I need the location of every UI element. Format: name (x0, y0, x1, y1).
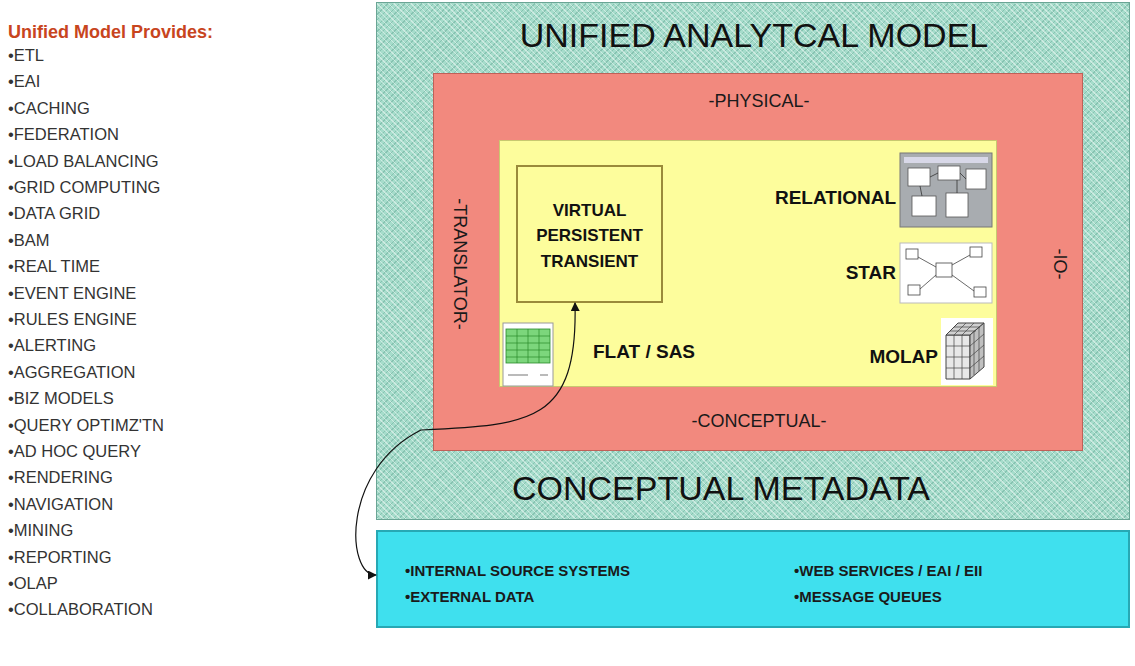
capability-item-holder: •EVENT ENGINE (8, 284, 136, 304)
capability-item: •EVENT ENGINE (8, 284, 136, 304)
source-item-holder: •INTERNAL SOURCE SYSTEMS (405, 562, 630, 580)
capability-item: •BAM (8, 231, 50, 251)
storage-mode-text: VIRTUAL PERSISTENT TRANSIENT (527, 198, 652, 275)
capability-item: •GRID COMPUTING (8, 178, 160, 198)
capability-item: •AD HOC QUERY (8, 442, 141, 462)
capability-item-holder: •ETL (8, 46, 44, 66)
model-title-holder: UNIFIED ANALYTCAL MODEL (520, 15, 989, 56)
storage-type-holder: STAR (846, 262, 896, 285)
storage-type-holder: FLAT / SAS (593, 341, 695, 364)
layer-label: -IO- (1048, 249, 1070, 280)
capability-item-holder: •COLLABORATION (8, 600, 153, 620)
capability-item: •REAL TIME (8, 257, 100, 277)
relational-icon (900, 153, 992, 227)
capability-item: •AGGREGATION (8, 363, 135, 383)
capability-item-holder: •DATA GRID (8, 204, 100, 224)
capability-item: •OLAP (8, 574, 58, 594)
model-frame: UNIFIED ANALYTCAL MODEL CONCEPTUAL METADA… (376, 2, 1130, 520)
capability-item-holder: •REPORTING (8, 548, 112, 568)
source-item: •EXTERNAL DATA (405, 588, 534, 606)
storage-panel: RELATIONAL STAR FLAT / SAS MOLAP VIRTUAL PER… (499, 140, 997, 387)
capability-item: •COLLABORATION (8, 600, 153, 620)
capability-item: •MINING (8, 521, 73, 541)
storage-type: STAR (846, 262, 896, 285)
capability-item: •DATA GRID (8, 204, 100, 224)
capability-item-holder: •BAM (8, 231, 50, 251)
source-item: •INTERNAL SOURCE SYSTEMS (405, 562, 630, 580)
capability-item: •CACHING (8, 99, 90, 119)
capability-item: •FEDERATION (8, 125, 119, 145)
capability-item-holder: •CACHING (8, 99, 90, 119)
capability-item: •EAI (8, 72, 40, 92)
molap-cube-icon (941, 318, 993, 385)
capability-item-holder: •QUERY OPTIMZ'TN (8, 416, 164, 436)
capability-item: •RULES ENGINE (8, 310, 137, 330)
source-item: •MESSAGE QUEUES (794, 588, 942, 606)
capability-item-holder: •EAI (8, 72, 40, 92)
capability-item-holder: •NAVIGATION (8, 495, 113, 515)
source-item-holder: •MESSAGE QUEUES (794, 588, 942, 606)
capability-item: •LOAD BALANCING (8, 152, 159, 172)
capability-item-holder: •FEDERATION (8, 125, 119, 145)
capability-item-holder: •BIZ MODELS (8, 389, 114, 409)
capability-item-holder: •RENDERING (8, 468, 113, 488)
storage-mode-box: VIRTUAL PERSISTENT TRANSIENT (516, 165, 663, 303)
capability-item-holder: •OLAP (8, 574, 58, 594)
source-item-holder: •WEB SERVICES / EAI / EII (794, 562, 982, 580)
capability-item-holder: •MINING (8, 521, 73, 541)
capability-item-holder: •AD HOC QUERY (8, 442, 141, 462)
capability-item: •RENDERING (8, 468, 113, 488)
layer-label: -PHYSICAL- (708, 91, 809, 113)
capability-item: •ETL (8, 46, 44, 66)
capability-item-holder: •AGGREGATION (8, 363, 135, 383)
storage-type: RELATIONAL (775, 187, 896, 210)
capability-item: •QUERY OPTIMZ'TN (8, 416, 164, 436)
capability-item-holder: •GRID COMPUTING (8, 178, 160, 198)
source-item: •WEB SERVICES / EAI / EII (794, 562, 982, 580)
capability-item-holder: •ALERTING (8, 336, 96, 356)
layer-label: -CONCEPTUAL- (691, 411, 826, 433)
source-item-holder: •EXTERNAL DATA (405, 588, 534, 606)
storage-type: MOLAP (869, 346, 938, 369)
layer-label: -TRANSLATOR- (448, 198, 470, 329)
capability-item-holder: •LOAD BALANCING (8, 152, 159, 172)
capability-item: •BIZ MODELS (8, 389, 114, 409)
list-heading: Unified Model Provides: (8, 22, 213, 44)
metadata-title: CONCEPTUAL METADATA (512, 468, 930, 509)
capability-item: •ALERTING (8, 336, 96, 356)
layer-label-holder: -CONCEPTUAL- (691, 411, 826, 433)
capability-item: •REPORTING (8, 548, 112, 568)
storage-type: FLAT / SAS (593, 341, 695, 364)
list-heading-holder: Unified Model Provides: (8, 22, 213, 44)
star-schema-icon (900, 243, 992, 303)
capability-item-holder: •REAL TIME (8, 257, 100, 277)
capability-item-holder: •RULES ENGINE (8, 310, 137, 330)
layer-label-holder: -PHYSICAL- (708, 91, 809, 113)
model-title: UNIFIED ANALYTCAL MODEL (520, 15, 989, 56)
flat-file-icon (503, 323, 553, 386)
metadata-title-holder: CONCEPTUAL METADATA (512, 468, 930, 509)
storage-type-holder: MOLAP (869, 346, 938, 369)
source-panel: •INTERNAL SOURCE SYSTEMS •EXTERNAL DATA •W… (376, 530, 1130, 628)
capability-item: •NAVIGATION (8, 495, 113, 515)
storage-mode-text-holder: VIRTUAL PERSISTENT TRANSIENT (524, 198, 655, 275)
layer-band: -PHYSICAL- -TRANSLATOR- -IO- -CONCEPTUAL- (433, 73, 1083, 451)
storage-type-holder: RELATIONAL (775, 187, 896, 210)
